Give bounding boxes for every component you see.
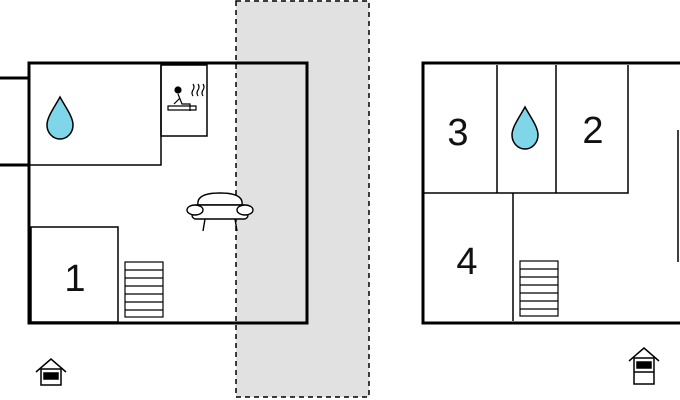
water-drop-icon xyxy=(511,105,539,150)
bedroom-1 xyxy=(30,226,119,323)
water-drop-icon xyxy=(46,95,74,140)
sauna-room xyxy=(160,64,208,137)
room-label-4: 4 xyxy=(456,241,477,283)
bathroom-wall xyxy=(29,65,162,166)
ground-floor: 1 xyxy=(0,61,309,386)
stairs-icon xyxy=(124,261,164,318)
terrace-area xyxy=(235,0,370,398)
room-label-1: 1 xyxy=(64,258,85,300)
floor-level-upper-icon xyxy=(628,347,660,385)
sauna-icon xyxy=(167,83,205,111)
upper-top-row-wall xyxy=(423,65,629,194)
sofa-icon xyxy=(186,192,254,232)
room-label-2: 2 xyxy=(582,110,603,152)
floor-level-ground-icon xyxy=(35,358,67,386)
room-label-3: 3 xyxy=(447,112,468,154)
ground-floor-outline xyxy=(27,61,309,325)
stairs-icon xyxy=(519,260,559,317)
upper-floor: 3 2 4 xyxy=(421,61,680,385)
